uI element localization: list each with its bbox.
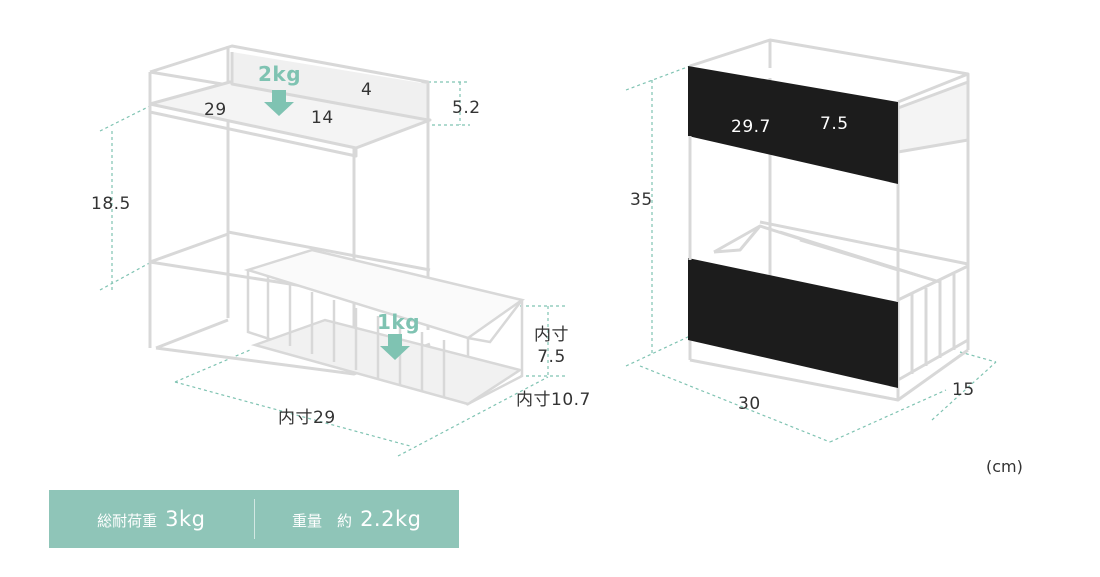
spec-weight-label: 重量 約: [292, 512, 353, 530]
dim-inner-height-label: 内寸: [534, 325, 569, 345]
bottom-load-label: 1kg: [377, 310, 421, 334]
load-arrows: [264, 90, 410, 360]
bottom-load-arrow-icon: [380, 334, 410, 360]
dim-inner-height: 内寸 7.5: [534, 324, 569, 368]
dim-width-top: 29: [204, 100, 227, 120]
spec-divider: [253, 499, 255, 539]
right-front-posts: [688, 136, 900, 302]
spec-total-load-label: 総耐荷重: [97, 512, 158, 530]
dim-right-inner-width: 29.7: [731, 117, 771, 137]
dim-top-height: 5.2: [452, 98, 481, 118]
spec-weight: 重量 約 2.2kg: [255, 507, 460, 531]
dim-inner-height-value: 7.5: [537, 347, 566, 368]
left-dimension-lines: [99, 81, 566, 457]
dim-tier-height: 18.5: [91, 194, 131, 214]
left-drawer-basket: [243, 248, 525, 407]
unit-label: (cm): [986, 457, 1023, 476]
dim-right-width: 30: [738, 394, 761, 414]
lower-black-panel: [688, 258, 898, 388]
dim-back-gap: 4: [361, 80, 373, 100]
spec-bar: 総耐荷重 3kg 重量 約 2.2kg: [49, 490, 459, 548]
top-load-label: 2kg: [258, 62, 302, 86]
right-dimension-lines: [625, 65, 997, 443]
dim-right-panel-height: 7.5: [820, 114, 849, 134]
dim-total-height: 35: [630, 190, 653, 210]
spec-weight-value: 2.2kg: [360, 507, 422, 531]
dim-shelf-depth: 14: [311, 108, 334, 128]
spec-total-load: 総耐荷重 3kg: [49, 507, 254, 531]
spec-total-load-value: 3kg: [165, 507, 206, 531]
dim-drawer-depth: 内寸10.7: [516, 390, 591, 410]
dim-right-depth: 15: [952, 380, 975, 400]
top-rail-white: [688, 68, 898, 78]
upper-black-panel: [688, 66, 898, 184]
dim-inner-width: 内寸29: [278, 408, 336, 428]
top-load-arrow-icon: [264, 90, 294, 116]
